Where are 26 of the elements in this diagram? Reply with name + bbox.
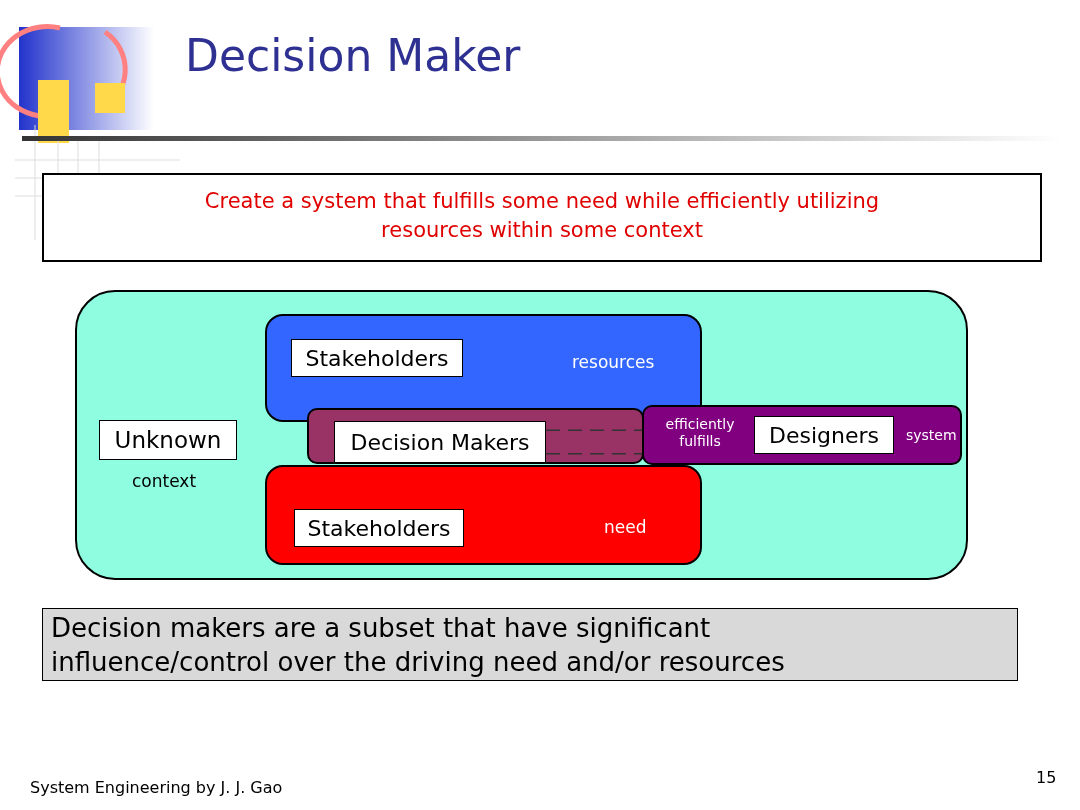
page-number: 15 xyxy=(1036,768,1057,787)
need-region xyxy=(265,465,702,565)
actor-box xyxy=(294,509,464,547)
decision-band xyxy=(307,408,644,464)
slide-title: Decision Maker xyxy=(185,30,521,81)
context-region xyxy=(75,290,968,580)
caption-text: context xyxy=(132,471,197,491)
actor-name: Designers xyxy=(769,422,879,448)
actor-name: Stakeholders xyxy=(307,515,451,541)
actor-name: Stakeholders xyxy=(305,345,449,371)
actor-box xyxy=(334,421,546,463)
statement-text: Create a system that fulfills some need while efficiently utilizing resources within some context xyxy=(203,188,881,244)
actor-name: Decision Makers xyxy=(350,429,530,455)
dashed-line xyxy=(545,429,643,431)
actor-name: Unknown xyxy=(114,427,222,453)
region-label: need xyxy=(604,517,647,537)
actor-box xyxy=(291,339,463,377)
actor-box xyxy=(754,416,894,454)
statement-box xyxy=(42,173,1042,262)
band-label: efficiently fulfills xyxy=(664,416,736,450)
note-text: Decision makers are a subset that have significant influence/control over the driving need and/or resources xyxy=(51,612,786,679)
footer-text: System Engineering by J. J. Gao xyxy=(30,778,283,797)
note-box xyxy=(42,608,1018,681)
region-label: resources xyxy=(572,352,655,372)
band-label: system xyxy=(906,427,957,443)
dashed-line xyxy=(545,453,643,455)
